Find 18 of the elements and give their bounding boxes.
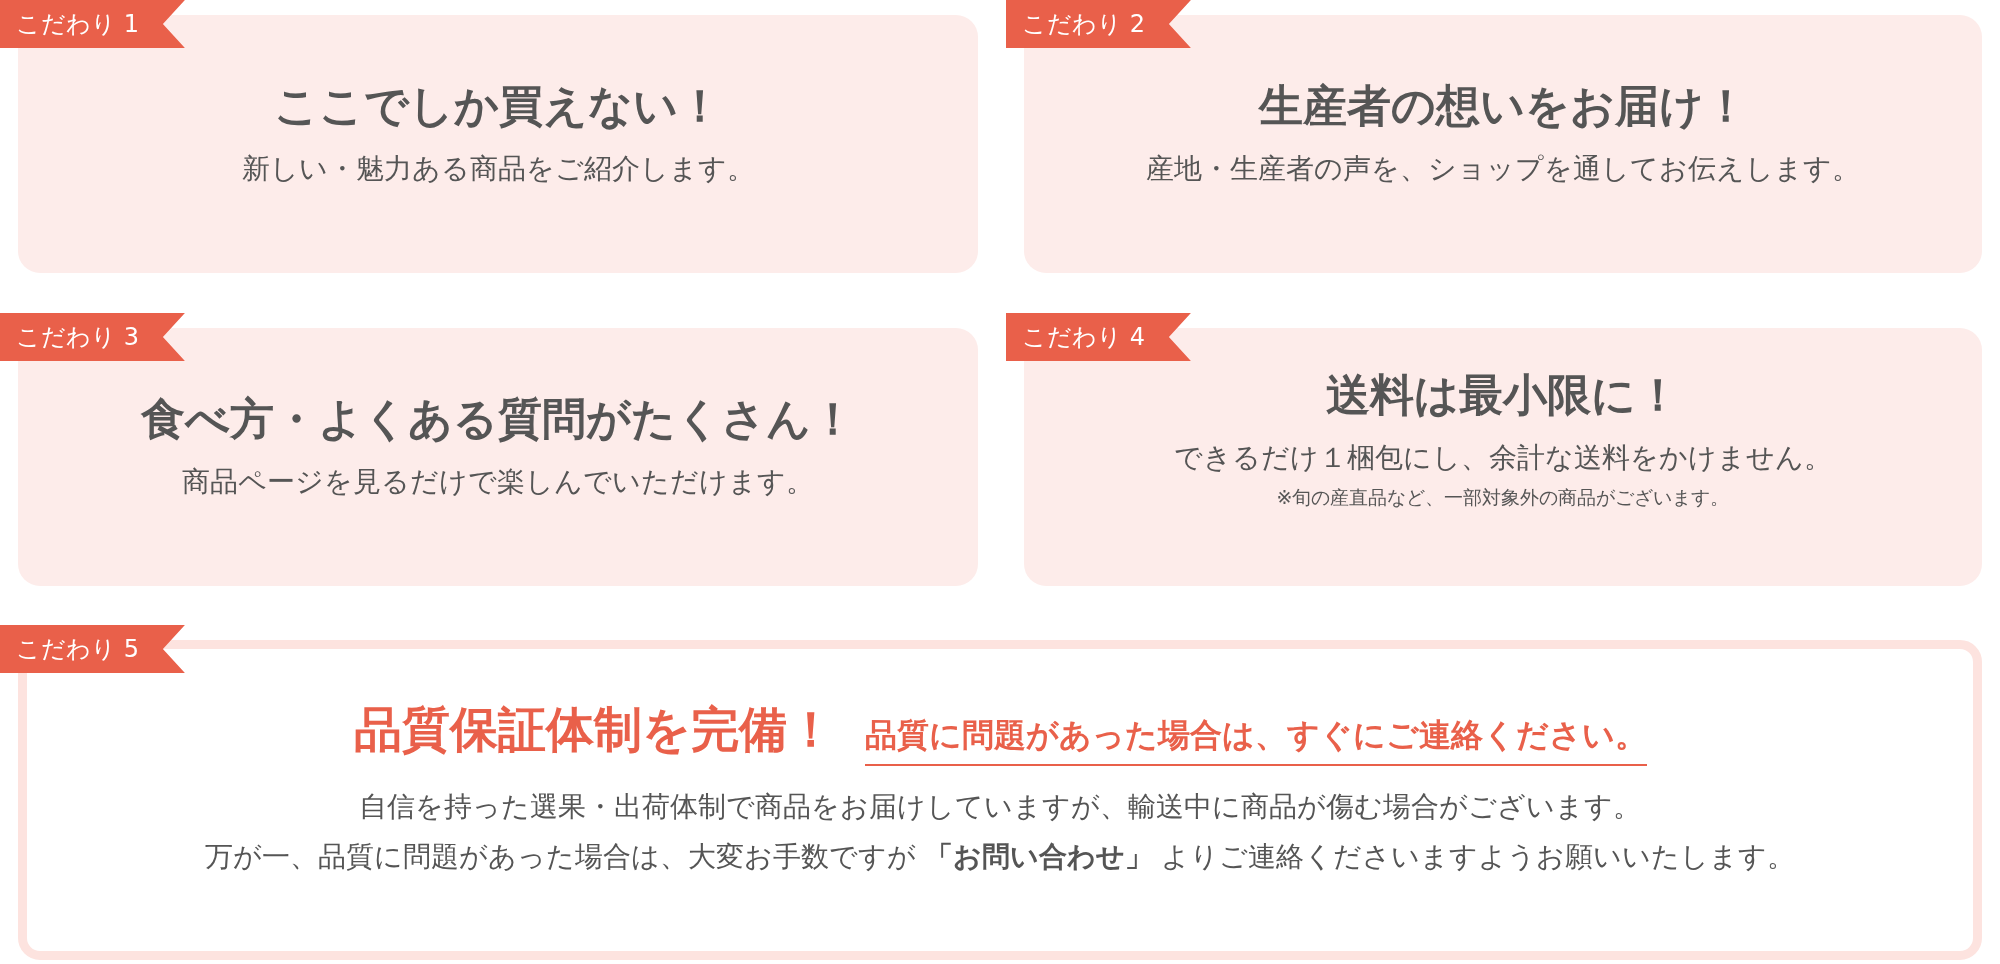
body-text: 万が一、品質に問題があった場合は、大変お手数ですが 「お問い合わせ」 よりご連絡くださいますようお願いいたします。 [204,839,1796,875]
card-heading: 送料は最小限に！ [1326,368,1680,422]
tag-label: こだわり 5 [0,625,185,673]
card-heading: 食べ方・よくある質問がたくさん！ [141,392,855,446]
tag-label: こだわり 3 [0,313,185,361]
card-heading: ここでしか買えない！ [274,79,722,133]
body-text: 自信を持った選果・出荷体制で商品をお届けしていますが、輸送中に商品が傷む場合がございます。 [359,789,1641,825]
section-heading: 品質保証体制を完備！ [353,700,835,759]
tag-label: こだわり 4 [1006,313,1191,361]
tag-label: こだわり 1 [0,0,185,48]
card-description: 産地・生産者の声を、ショップを通してお伝えします。 [1146,151,1860,187]
card-description: できるだけ１梱包にし、余計な送料をかけません。 [1174,440,1832,476]
footnote-text: ※旬の産直品など、一部対象外の商品がございます。 [1276,485,1730,510]
card-description: 商品ページを見るだけで楽しんでいただけます。 [182,464,814,500]
card-description: 新しい・魅力ある商品をご紹介します。 [241,151,755,187]
tag-label: こだわり 2 [1006,0,1191,48]
underlined-notice: 品質に問題があった場合は、すぐにご連絡ください。 [864,714,1647,766]
card-heading: 生産者の想いをお届け！ [1258,79,1748,133]
